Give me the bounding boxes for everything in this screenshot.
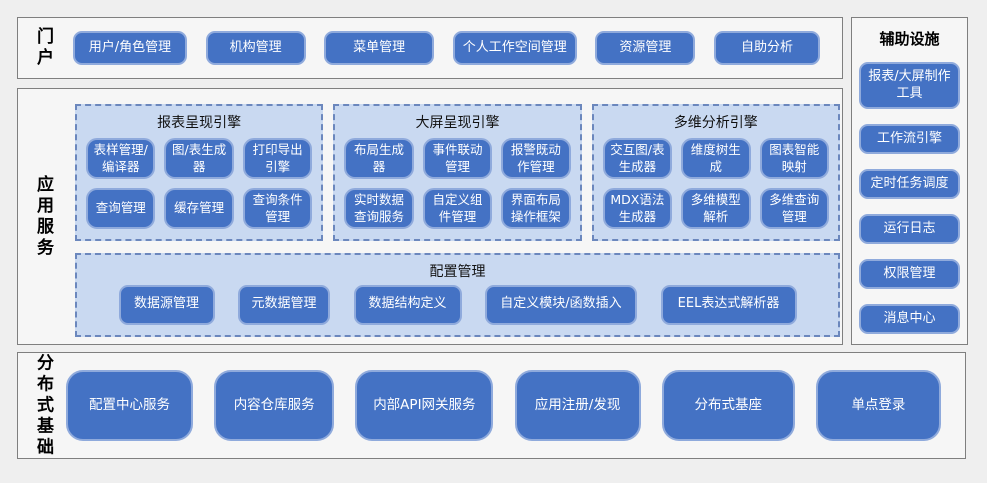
portal-section-label: 门户 xyxy=(33,27,53,69)
engine-node-alarm-action-mgmt[interactable]: 报警既动作管理 xyxy=(501,138,571,179)
olap-engine-panel: 多维分析引擎 交互图/表生成器 维度树生成 图表智能映射 MDX语法生成器 多维… xyxy=(591,104,840,241)
app-services-section: 应用服务 报表呈现引擎 表样管理/编译器 图/表生成器 打印导出引擎 查询管理 … xyxy=(17,88,843,345)
engine-node-ui-layout-framework[interactable]: 界面布局操作框架 xyxy=(501,188,571,229)
portal-node-user-role-mgmt[interactable]: 用户/角色管理 xyxy=(73,31,187,65)
foundation-node-single-sign-on[interactable]: 单点登录 xyxy=(815,370,941,441)
portal-node-self-analysis[interactable]: 自助分析 xyxy=(713,31,820,65)
aux-node-workflow-engine[interactable]: 工作流引擎 xyxy=(859,124,960,154)
engine-node-print-export-engine[interactable]: 打印导出引擎 xyxy=(242,138,313,179)
engine-node-cache-mgmt[interactable]: 缓存管理 xyxy=(164,188,234,229)
portal-node-resource-mgmt[interactable]: 资源管理 xyxy=(595,31,696,65)
portal-node-row: 用户/角色管理 机构管理 菜单管理 个人工作空间管理 资源管理 自助分析 xyxy=(73,31,820,65)
config-node-data-structure-definition[interactable]: 数据结构定义 xyxy=(353,284,462,325)
config-mgmt-title: 配置管理 xyxy=(429,264,486,280)
auxiliary-column: 辅助设施 报表/大屏制作工具 工作流引擎 定时任务调度 运行日志 权限管理 消息… xyxy=(852,18,967,334)
config-node-eel-expression-parser[interactable]: EEL表达式解析器 xyxy=(660,284,797,325)
bigscreen-engine-title: 大屏呈现引擎 xyxy=(415,115,500,131)
engine-node-smart-chart-mapping[interactable]: 图表智能映射 xyxy=(759,138,829,179)
foundation-section: 分布式基础 配置中心服务 内容仓库服务 内部API网关服务 应用注册/发现 分布… xyxy=(17,352,966,459)
engine-node-layout-generator[interactable]: 布局生成器 xyxy=(344,138,414,179)
engine-node-style-mgmt-compiler[interactable]: 表样管理/编译器 xyxy=(86,138,156,179)
config-node-metadata-mgmt[interactable]: 元数据管理 xyxy=(238,284,330,325)
config-node-datasource-mgmt[interactable]: 数据源管理 xyxy=(118,284,215,325)
portal-node-workspace-mgmt[interactable]: 个人工作空间管理 xyxy=(452,31,577,65)
foundation-node-internal-api-gateway[interactable]: 内部API网关服务 xyxy=(355,370,494,441)
app-services-section-label: 应用服务 xyxy=(33,174,53,259)
config-node-row: 数据源管理 元数据管理 数据结构定义 自定义模块/函数插入 EEL表达式解析器 xyxy=(77,284,838,335)
engine-node-interactive-chart-generator[interactable]: 交互图/表生成器 xyxy=(602,138,673,179)
aux-node-report-bigscreen-tool[interactable]: 报表/大屏制作工具 xyxy=(859,62,960,109)
bigscreen-engine-panel: 大屏呈现引擎 布局生成器 事件联动管理 报警既动作管理 实时数据查询服务 自定义… xyxy=(333,104,582,241)
olap-engine-grid: 交互图/表生成器 维度树生成 图表智能映射 MDX语法生成器 多维模型解析 多维… xyxy=(594,135,838,239)
engine-node-query-mgmt[interactable]: 查询管理 xyxy=(86,188,156,229)
foundation-node-app-register-discovery[interactable]: 应用注册/发现 xyxy=(514,370,641,441)
aux-node-permission-mgmt[interactable]: 权限管理 xyxy=(859,259,960,289)
engine-node-dimension-tree-generation[interactable]: 维度树生成 xyxy=(681,138,751,179)
portal-node-menu-mgmt[interactable]: 菜单管理 xyxy=(324,31,435,65)
engine-node-mdx-syntax-generator[interactable]: MDX语法生成器 xyxy=(602,188,673,229)
engine-node-custom-component-mgmt[interactable]: 自定义组件管理 xyxy=(422,188,493,229)
foundation-section-label: 分布式基础 xyxy=(33,353,53,458)
engine-node-multidim-query-mgmt[interactable]: 多维查询管理 xyxy=(759,188,829,229)
config-node-custom-module-function-insert[interactable]: 自定义模块/函数插入 xyxy=(485,284,637,325)
foundation-node-config-center-service[interactable]: 配置中心服务 xyxy=(66,370,193,441)
bigscreen-engine-grid: 布局生成器 事件联动管理 报警既动作管理 实时数据查询服务 自定义组件管理 界面… xyxy=(335,135,579,239)
report-engine-title: 报表呈现引擎 xyxy=(157,115,242,131)
report-engine-panel: 报表呈现引擎 表样管理/编译器 图/表生成器 打印导出引擎 查询管理 缓存管理 … xyxy=(75,104,324,241)
auxiliary-section: 辅助设施 报表/大屏制作工具 工作流引擎 定时任务调度 运行日志 权限管理 消息… xyxy=(851,17,968,345)
engine-node-chart-table-generator[interactable]: 图/表生成器 xyxy=(164,138,234,179)
engine-node-multidim-model-parsing[interactable]: 多维模型解析 xyxy=(681,188,751,229)
engine-node-event-linkage-mgmt[interactable]: 事件联动管理 xyxy=(422,138,493,179)
aux-node-message-center[interactable]: 消息中心 xyxy=(859,304,960,334)
olap-engine-title: 多维分析引擎 xyxy=(673,115,758,131)
config-mgmt-panel: 配置管理 数据源管理 元数据管理 数据结构定义 自定义模块/函数插入 EEL表达… xyxy=(75,253,840,337)
foundation-node-distributed-base[interactable]: 分布式基座 xyxy=(661,370,795,441)
engine-node-realtime-data-query[interactable]: 实时数据查询服务 xyxy=(344,188,414,229)
engines-row: 报表呈现引擎 表样管理/编译器 图/表生成器 打印导出引擎 查询管理 缓存管理 … xyxy=(75,104,840,241)
foundation-node-content-repo-service[interactable]: 内容仓库服务 xyxy=(214,370,335,441)
aux-node-scheduled-task[interactable]: 定时任务调度 xyxy=(859,169,960,199)
engine-node-query-condition-mgmt[interactable]: 查询条件管理 xyxy=(242,188,313,229)
report-engine-grid: 表样管理/编译器 图/表生成器 打印导出引擎 查询管理 缓存管理 查询条件管理 xyxy=(77,135,321,239)
foundation-node-row: 配置中心服务 内容仓库服务 内部API网关服务 应用注册/发现 分布式基座 单点… xyxy=(66,370,941,441)
portal-section: 门户 用户/角色管理 机构管理 菜单管理 个人工作空间管理 资源管理 自助分析 xyxy=(17,17,843,79)
portal-node-org-mgmt[interactable]: 机构管理 xyxy=(205,31,306,65)
aux-node-run-log[interactable]: 运行日志 xyxy=(859,214,960,244)
auxiliary-section-title: 辅助设施 xyxy=(879,30,940,48)
